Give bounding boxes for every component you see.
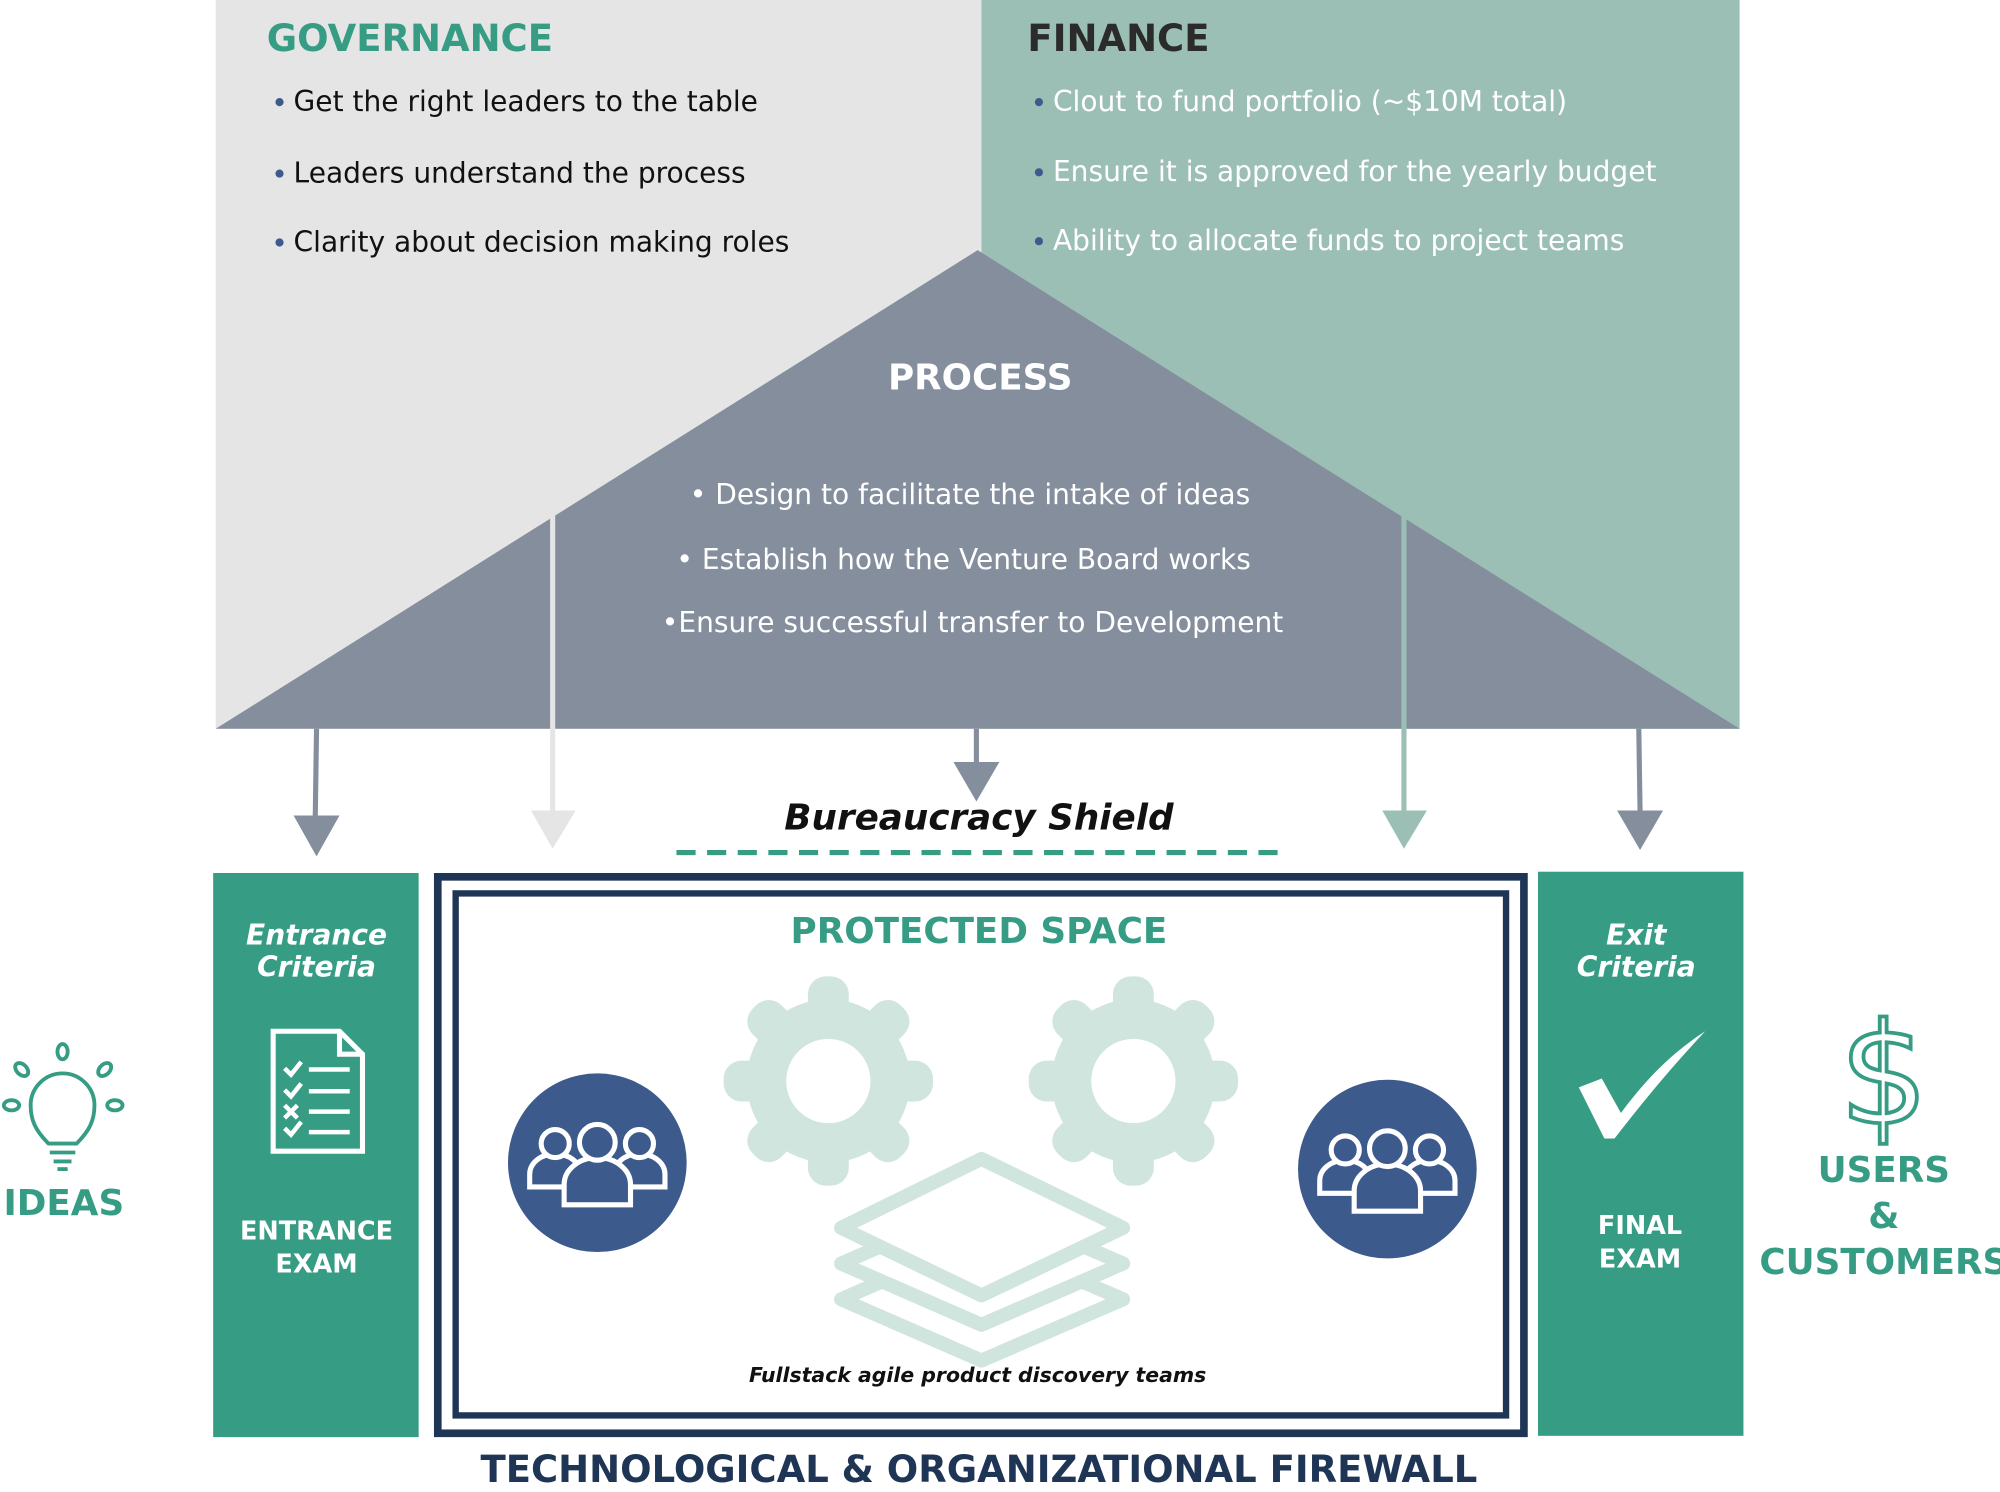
final-exam: EXAM <box>1599 1244 1681 1274</box>
process-item: •Ensure successful transfer to Developme… <box>662 606 1284 639</box>
arrow-from-governance <box>530 515 576 849</box>
checkmark-icon <box>1578 1031 1706 1139</box>
exit-title: Exit <box>1606 918 1668 951</box>
ideas-label: IDEAS <box>3 1183 124 1224</box>
exit-title: Criteria <box>1577 950 1696 983</box>
arrow-from-process <box>953 728 1000 802</box>
entrance-column <box>213 872 419 1438</box>
finance-list: Clout to fund portfolio (~$10M total) En… <box>1034 85 1657 257</box>
process-item: • Design to facilitate the intake of ide… <box>690 478 1251 511</box>
governance-title: GOVERNANCE <box>267 17 553 60</box>
users-label: USERS <box>1818 1150 1950 1191</box>
finance-title: FINANCE <box>1027 17 1209 60</box>
checklist-icon <box>270 1028 366 1154</box>
users-label: & <box>1868 1196 1899 1237</box>
bureaucracy-shield-label: Bureaucracy Shield <box>784 798 1174 839</box>
process-triangle <box>215 250 1740 729</box>
governance-item: Clarity about decision making roles <box>294 225 790 258</box>
entrance-title: Criteria <box>257 950 376 983</box>
layers-icon <box>834 1151 1131 1368</box>
arrow-to-entrance <box>293 728 340 857</box>
bullet-dot <box>1034 98 1044 107</box>
arrow-to-exit <box>1617 728 1664 851</box>
finance-item: Ensure it is approved for the yearly bud… <box>1053 155 1657 188</box>
governance-item: Leaders understand the process <box>294 157 746 190</box>
governance-item: Get the right leaders to the table <box>294 85 758 118</box>
bullet-dot <box>275 98 284 107</box>
team-icon <box>507 1073 687 1253</box>
finance-item: Clout to fund portfolio (~$10M total) <box>1053 85 1567 118</box>
governance-list: Get the right leaders to the table Leade… <box>275 85 789 258</box>
firewall-outer-border <box>433 872 1528 1438</box>
gear-icon <box>1028 976 1239 1186</box>
lightbulb-icon <box>1 1042 125 1172</box>
bullet-dot <box>1034 237 1044 246</box>
protected-space-caption: Fullstack agile product discovery teams <box>749 1363 1206 1387</box>
team-icon <box>1298 1079 1477 1259</box>
process-title: PROCESS <box>888 357 1073 398</box>
final-exam: FINAL <box>1598 1211 1682 1241</box>
finance-item: Ability to allocate funds to project tea… <box>1053 224 1624 257</box>
entrance-exam: ENTRANCE <box>240 1216 393 1246</box>
bullet-dot <box>275 238 284 247</box>
entrance-title: Entrance <box>246 918 387 951</box>
users-label: CUSTOMERS <box>1759 1242 2000 1283</box>
bullet-dot <box>275 169 284 178</box>
dollar-icon: $ <box>1839 994 1928 1157</box>
protected-space-title: PROTECTED SPACE <box>791 911 1168 952</box>
process-item: • Establish how the Venture Board works <box>676 543 1250 576</box>
bullet-dot <box>1034 168 1044 177</box>
entrance-exam: EXAM <box>275 1249 357 1279</box>
gear-icon <box>723 976 933 1186</box>
exit-column <box>1537 871 1744 1436</box>
arrow-from-finance <box>1382 515 1427 849</box>
firewall-label: TECHNOLOGICAL & ORGANIZATIONAL FIREWALL <box>481 1448 1478 1491</box>
